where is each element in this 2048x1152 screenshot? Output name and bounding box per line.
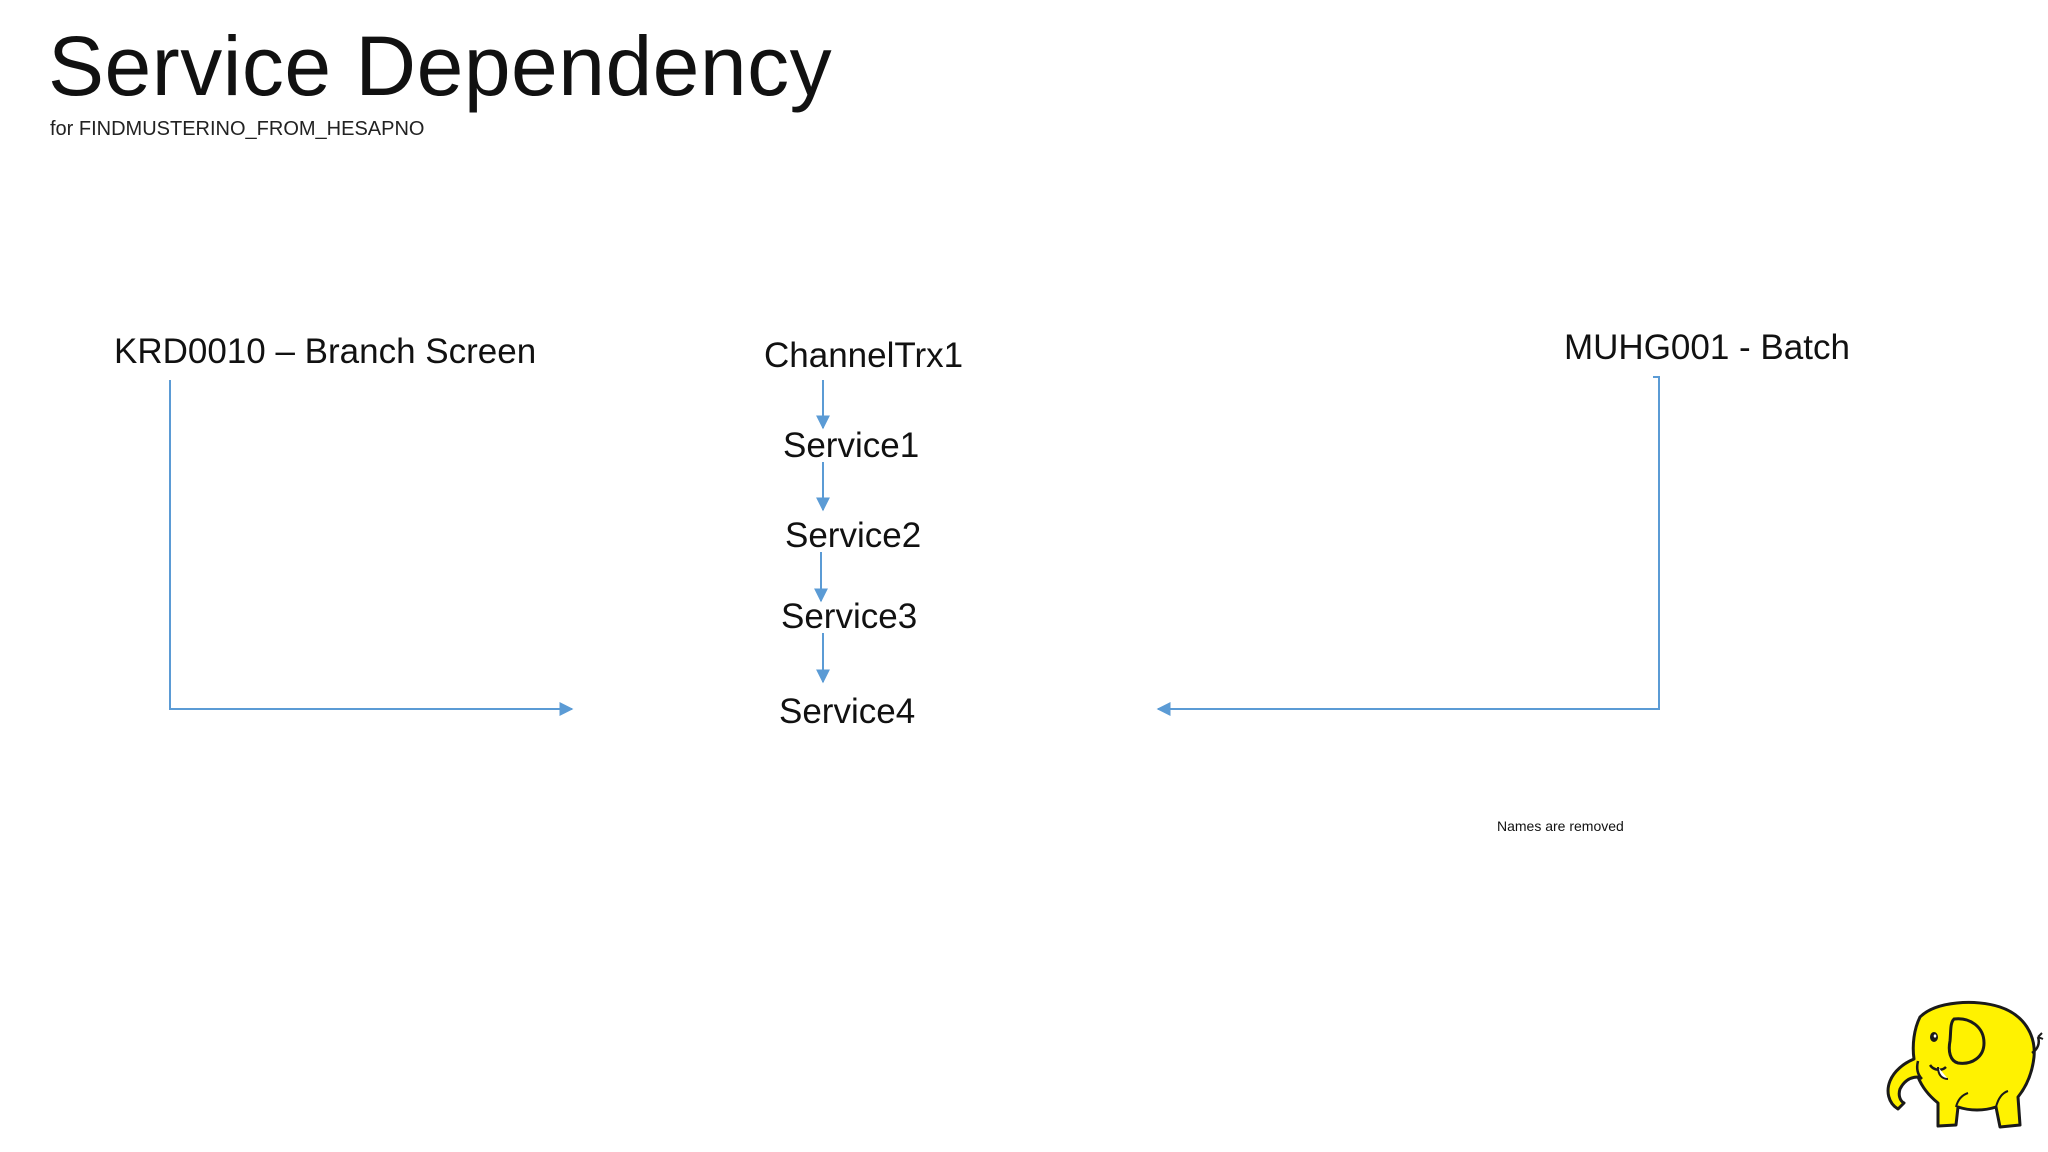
node-service4: Service4 xyxy=(779,692,916,731)
node-service2: Service2 xyxy=(785,516,922,555)
note-names-removed: Names are removed xyxy=(1497,818,1624,834)
yellow-elephant-icon xyxy=(1886,1000,2044,1129)
node-right-source: MUHG001 - Batch xyxy=(1564,328,1850,367)
node-channeltrx1: ChannelTrx1 xyxy=(764,336,964,375)
connector-right-source-to-service4 xyxy=(1156,376,1660,716)
page-title: Service Dependency xyxy=(48,19,833,113)
connector-left-source-to-service4 xyxy=(169,380,574,716)
node-service1: Service1 xyxy=(783,426,920,465)
page-subtitle: for FINDMUSTERINO_FROM_HESAPNO xyxy=(50,118,425,140)
node-service3: Service3 xyxy=(781,597,918,636)
node-left-source: KRD0010 – Branch Screen xyxy=(114,332,537,371)
